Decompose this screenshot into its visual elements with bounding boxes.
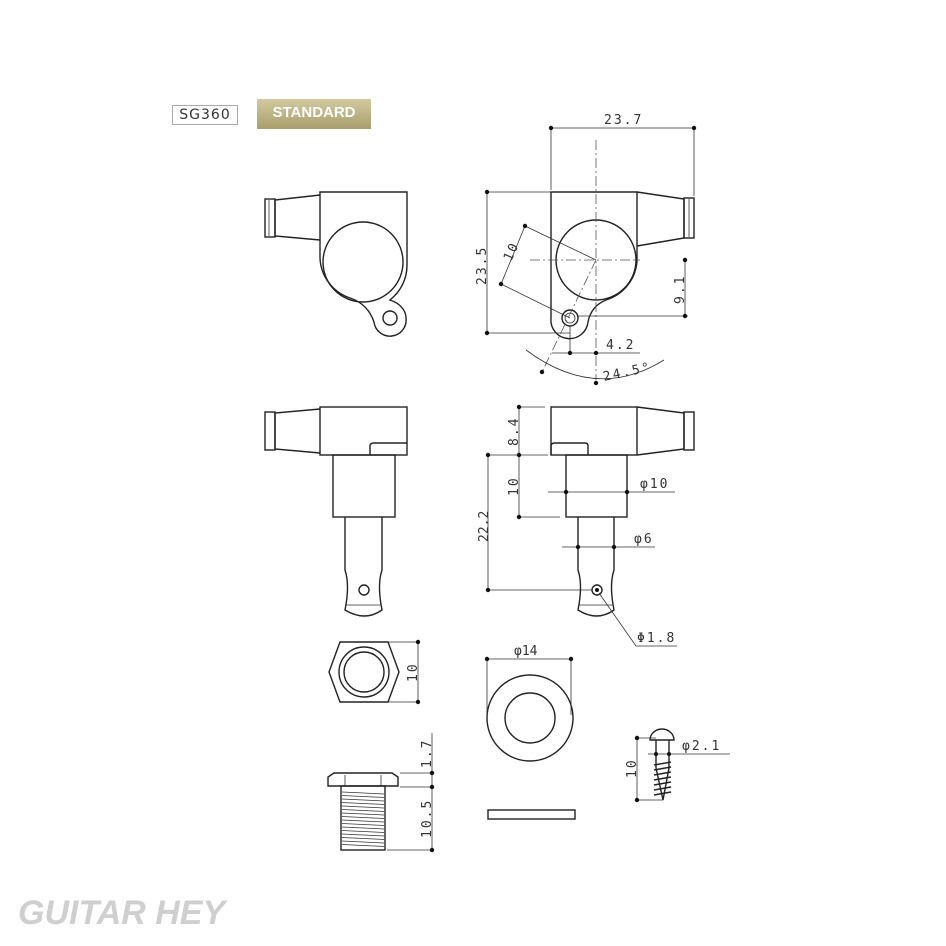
thread-line [341, 802, 385, 805]
thread-line [341, 791, 385, 795]
left-top-view [264, 191, 408, 337]
dim-bushing-length: 10 [507, 476, 522, 496]
dim-top-width: 23.7 [604, 113, 643, 128]
thread-line [341, 826, 385, 830]
dim-string-hole: Φ1.8 [637, 631, 676, 646]
thread-line [341, 844, 385, 847]
dim-hole-vertical: 9.1 [673, 275, 688, 304]
thread-line [341, 833, 385, 837]
dim-nut-size: 10 [406, 662, 421, 682]
screw-thread [653, 781, 672, 786]
thread-line [341, 819, 385, 823]
right-side-view: 8.4 10 22.2 φ10 φ6 Φ1.8 [477, 404, 695, 647]
screw-thread [653, 771, 672, 776]
dim-top-height: 23.5 [475, 246, 490, 285]
dim-post-dia: φ6 [634, 532, 654, 547]
thread-line [341, 812, 385, 816]
thread-lines [341, 791, 385, 847]
dim-head-height: 8.4 [507, 417, 522, 446]
dim-screw-length: 10 [625, 758, 640, 778]
dim-post-length: 22.2 [477, 511, 492, 542]
dim-angle: 24.5° [602, 360, 653, 385]
dim-screw-dia: φ2.1 [682, 739, 721, 754]
screw-thread [653, 786, 672, 791]
dim-bushing-head: 1.7 [420, 739, 435, 768]
thread-line [341, 795, 385, 798]
standard-badge: STANDARD [257, 99, 371, 129]
screw-thread [653, 776, 672, 781]
thread-line [341, 809, 385, 812]
dim-washer-dia: φ14 [514, 644, 538, 659]
screw-thread [653, 761, 672, 766]
screw-thread-lines [653, 761, 672, 796]
screw-thread [653, 791, 672, 796]
dim-hole-horizontal: 4.2 [606, 338, 635, 353]
thread-line [341, 840, 385, 844]
thread-line [341, 798, 385, 802]
bushing: 1.7 10.5 [327, 733, 435, 853]
model-label: SG360 [172, 105, 238, 125]
hex-nut: 10 [328, 639, 421, 705]
screw-thread [653, 766, 672, 771]
thread-line [341, 823, 385, 826]
dim-bushing-dia: φ10 [640, 477, 669, 492]
thread-line [341, 805, 385, 809]
watermark: GUITAR HEY [18, 894, 226, 932]
thread-line [341, 816, 385, 819]
wood-screw: 10 φ2.1 [625, 728, 730, 803]
dim-hole-diag: 10 [501, 240, 523, 264]
left-side-view [264, 406, 408, 617]
right-top-view: 23.7 23.5 10 9.1 4.2 24.5° [475, 113, 697, 386]
washer: φ14 [484, 644, 576, 820]
thread-line [341, 837, 385, 840]
thread-line [341, 830, 385, 833]
dim-bushing-thread: 10.5 [420, 799, 435, 838]
